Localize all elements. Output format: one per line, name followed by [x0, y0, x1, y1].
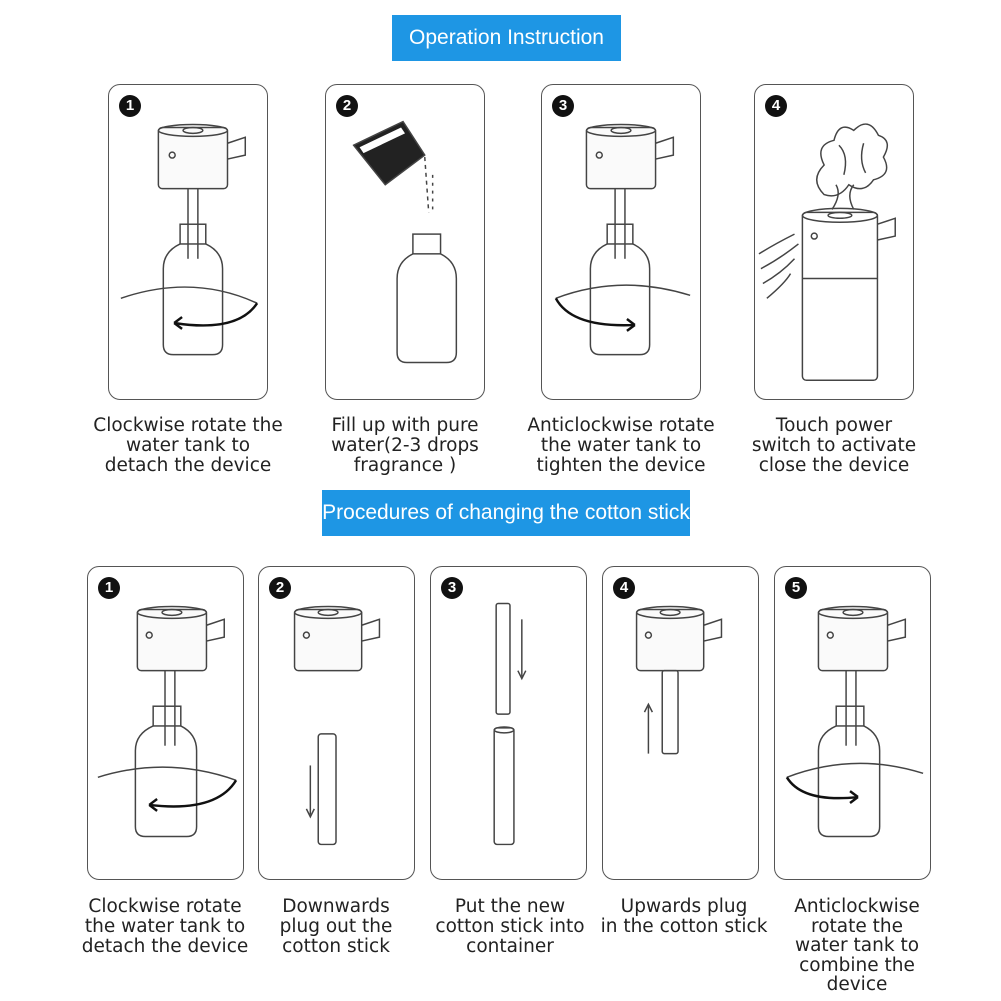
- op-step-3-panel: 3: [541, 84, 701, 400]
- op-step-1-panel: 1: [108, 84, 268, 400]
- op-step-4-caption: Touch power switch to activate close the…: [751, 415, 917, 476]
- cs-step-1-caption: Clockwise rotate the water tank to detac…: [81, 896, 249, 957]
- device-tighten-illustration: [554, 123, 691, 356]
- cs-plug-in-illustration: [635, 605, 723, 755]
- device-detach-illustration: [120, 123, 259, 356]
- cs-step-3-panel: 3: [430, 566, 587, 880]
- cs-combine-illustration: [785, 605, 924, 838]
- cs-step-3-caption: Put the new cotton stick into container: [435, 896, 585, 957]
- step-number-badge: 3: [441, 577, 463, 599]
- fill-water-illustration: [352, 120, 458, 364]
- op-step-1-caption: Clockwise rotate the water tank to detac…: [93, 415, 283, 476]
- cs-step-1-panel: 1: [87, 566, 244, 880]
- cs-detach-illustration: [97, 605, 238, 838]
- step-number-badge: 5: [785, 577, 807, 599]
- cs-step-2-caption: Downwards plug out the cotton stick: [279, 896, 393, 957]
- cs-step-2-panel: 2: [258, 566, 415, 880]
- changing-cotton-stick-banner: Procedures of changing the cotton stick: [322, 490, 690, 536]
- cs-step-5-panel: 5: [774, 566, 931, 880]
- cs-step-4-panel: 4: [602, 566, 759, 880]
- step-number-badge: 4: [765, 95, 787, 117]
- step-number-badge: 2: [336, 95, 358, 117]
- cs-plug-out-illustration: [293, 605, 381, 846]
- step-number-badge: 2: [269, 577, 291, 599]
- step-number-badge: 1: [98, 577, 120, 599]
- touch-power-illustration: [758, 123, 896, 381]
- operation-instruction-banner: Operation Instruction: [392, 15, 621, 61]
- cs-new-stick-illustration: [493, 602, 527, 846]
- step-number-badge: 1: [119, 95, 141, 117]
- cs-step-5-caption: Anticlockwise rotate the water tank to c…: [794, 896, 920, 995]
- op-step-2-panel: 2: [325, 84, 485, 400]
- op-step-2-caption: Fill up with pure water(2-3 drops fragra…: [331, 415, 479, 476]
- op-step-3-caption: Anticlockwise rotate the water tank to t…: [527, 415, 715, 476]
- step-number-badge: 4: [613, 577, 635, 599]
- cs-step-4-caption: Upwards plug in the cotton stick: [600, 896, 768, 937]
- op-step-4-panel: 4: [754, 84, 914, 400]
- step-number-badge: 3: [552, 95, 574, 117]
